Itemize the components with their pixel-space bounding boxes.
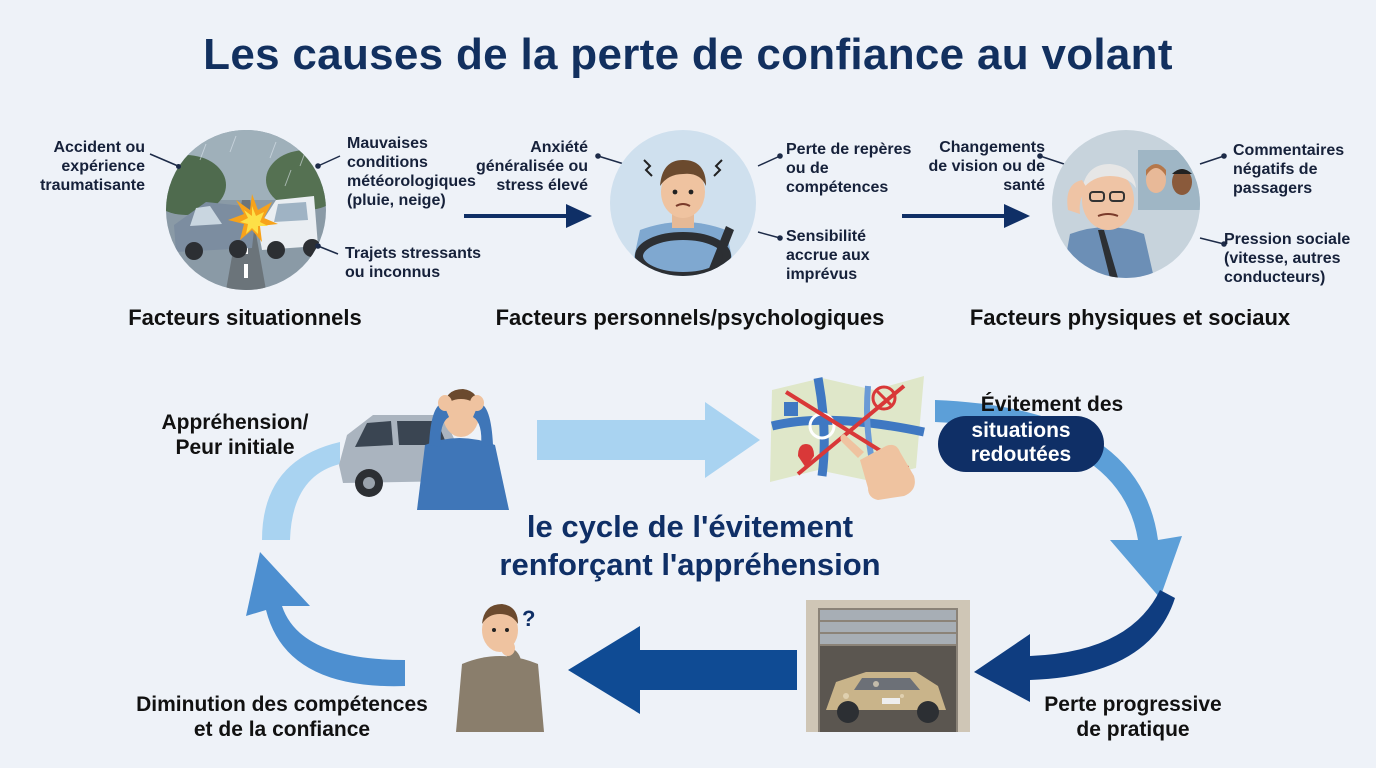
step-decrease: Diminution des compétences et de la conf… [120,692,444,742]
car-crash-illustration [166,130,326,290]
factor-stressful-trips: Trajets stressants ou inconnus [345,245,482,281]
step-loss-line2: de pratique [1076,718,1190,741]
factor-social-pressure: Pression sociale (vitesse, autres conduc… [1224,231,1351,286]
cycle-title-line1: le cycle de l'évitement [526,509,854,544]
step-avoidance-line3: redoutées [970,443,1072,466]
factor-anxiety: Anxiété généralisée ou stress élevé [475,139,588,194]
step-avoidance-line1: Évitement des [980,393,1124,416]
factor-sensitivity: Sensibilité accrue aux imprévus [786,228,870,283]
dusty-car-garage-illustration [806,600,970,732]
avoidance-highlight-pill [938,416,1104,472]
thinking-man-illustration [450,590,550,732]
step-loss: Perte progressive de pratique [1022,692,1244,742]
category-situational: Facteurs situationnels [128,305,362,330]
cycle-arrows [246,400,1182,714]
step-decrease-line1: Diminution des compétences [136,693,428,716]
step-loss-line1: Perte progressive [1044,693,1222,716]
cycle-title-line2: renforçant l'appréhension [499,547,881,582]
step-apprehension-line1: Appréhension/ [161,411,309,434]
question-mark-icon: ? [522,606,536,631]
step-avoidance-line2: situations [971,419,1071,442]
category-physical: Facteurs physiques et sociaux [969,305,1291,330]
cycle-title: le cycle de l'évitement renforçant l'app… [440,508,940,584]
elderly-driver-illustration [1052,130,1200,278]
step-apprehension: Appréhension/ Peur initiale [140,410,330,460]
factor-loss-of-skills: Perte de repères ou de compétences [786,141,912,196]
page-title: Les causes de la perte de confiance au v… [203,30,1173,79]
factor-accident: Accident ou expérience traumatisante [40,139,145,194]
stressed-driver-illustration [610,130,756,276]
factor-weather: Mauvaises conditions météorologiques (pl… [347,135,476,209]
worried-man-car-illustration [333,375,525,510]
factor-vision-health: Changements de vision ou de santé [928,139,1045,194]
category-personal: Facteurs personnels/psychologiques [495,305,885,330]
connector-lines [149,153,1227,255]
step-apprehension-line2: Peur initiale [175,436,295,459]
map-crossed-illustration [768,372,928,504]
step-decrease-line2: et de la confiance [193,718,371,741]
factor-negative-comments: Commentaires négatifs de passagers [1233,142,1345,197]
